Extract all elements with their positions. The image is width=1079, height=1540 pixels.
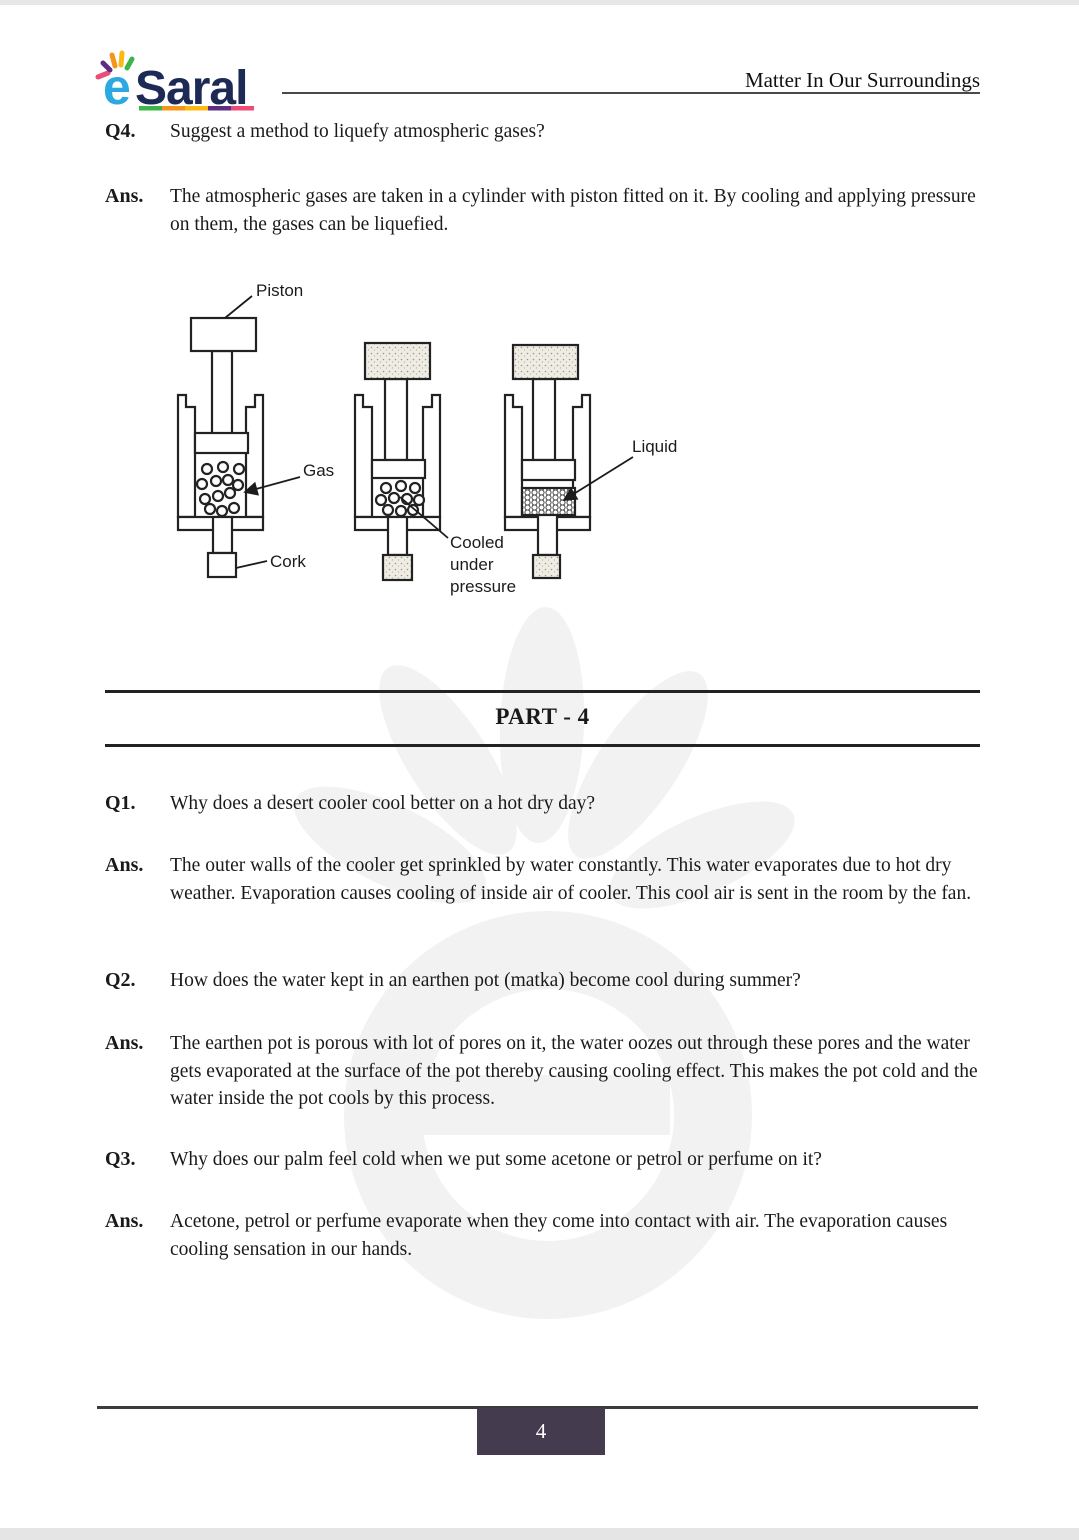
cooled-leader-line <box>399 496 449 539</box>
chapter-title: Matter In Our Surroundings <box>744 68 980 92</box>
gas-particles-compressed <box>374 479 426 518</box>
part-divider-top-rule <box>105 690 980 693</box>
bottom-border-strip <box>0 1528 1079 1540</box>
part-heading: PART - 4 <box>495 704 590 729</box>
gas-leader-line <box>243 476 301 496</box>
footer-rule <box>97 1406 978 1409</box>
header-rule <box>282 92 980 94</box>
top-border-strip <box>0 0 1079 5</box>
cylinder-1-gas <box>176 316 265 579</box>
answer-q2: Ans. The earthen pot is porous with lot … <box>105 1030 985 1113</box>
answer-text: The atmospheric gases are taken in a cyl… <box>170 186 976 235</box>
answer-label: Ans. <box>105 1032 144 1054</box>
question-text: How does the water kept in an earthen po… <box>170 970 801 991</box>
question-q2: Q2. How does the water kept in an earthe… <box>105 967 985 995</box>
question-text: Why does a desert cooler cool better on … <box>170 793 596 814</box>
question-label: Q2. <box>105 969 136 991</box>
liquid-leader-line <box>562 456 634 501</box>
diagram-label-cooled-2: under <box>450 555 494 574</box>
logo-e: e <box>103 59 131 114</box>
part-divider-bottom-rule <box>105 744 980 747</box>
answer-label: Ans. <box>105 185 144 207</box>
question-label: Q4. <box>105 120 136 142</box>
diagram-label-cooled-1: Cooled <box>450 533 504 552</box>
answer-text: The earthen pot is porous with lot of po… <box>170 1033 978 1109</box>
piston-leader-line <box>224 295 253 319</box>
cork-leader-line <box>235 560 268 569</box>
diagram-label-liquid: Liquid <box>632 437 677 456</box>
answer-text: The outer walls of the cooler get sprink… <box>170 855 972 904</box>
diagram-label-gas: Gas <box>303 461 334 480</box>
answer-label: Ans. <box>105 1210 144 1232</box>
answer-q4: Ans. The atmospheric gases are taken in … <box>105 183 985 238</box>
diagram-label-piston: Piston <box>256 281 303 300</box>
question-q4: Q4. Suggest a method to liquefy atmosphe… <box>105 118 985 146</box>
diagram-label-cooled-3: pressure <box>450 577 516 596</box>
diagram-label-cork: Cork <box>270 552 306 571</box>
question-text: Why does our palm feel cold when we put … <box>170 1149 822 1170</box>
question-label: Q3. <box>105 1148 136 1170</box>
esaral-logo: e Saral <box>95 50 254 114</box>
gas-liquefaction-diagram: Piston Gas Cork Cooled under pressure Li… <box>176 281 677 596</box>
question-text: Suggest a method to liquefy atmospheric … <box>170 121 545 142</box>
page-number-badge: 4 <box>477 1408 605 1455</box>
answer-q1: Ans. The outer walls of the cooler get s… <box>105 852 985 907</box>
logo-underline <box>139 106 254 111</box>
logo-hand-fingers <box>95 50 135 80</box>
question-q1: Q1. Why does a desert cooler cool better… <box>105 790 985 818</box>
question-label: Q1. <box>105 792 136 814</box>
answer-label: Ans. <box>105 854 144 876</box>
cylinder-3-liquid <box>503 343 592 580</box>
question-q3: Q3. Why does our palm feel cold when we … <box>105 1146 985 1174</box>
gas-particles <box>195 460 246 518</box>
page-number: 4 <box>535 1419 547 1443</box>
logo-name: Saral <box>135 62 247 114</box>
cylinder-2-cooled <box>353 341 442 582</box>
answer-text: Acetone, petrol or perfume evaporate whe… <box>170 1211 948 1260</box>
liquid-region <box>520 486 577 517</box>
answer-q3: Ans. Acetone, petrol or perfume evaporat… <box>105 1208 985 1263</box>
